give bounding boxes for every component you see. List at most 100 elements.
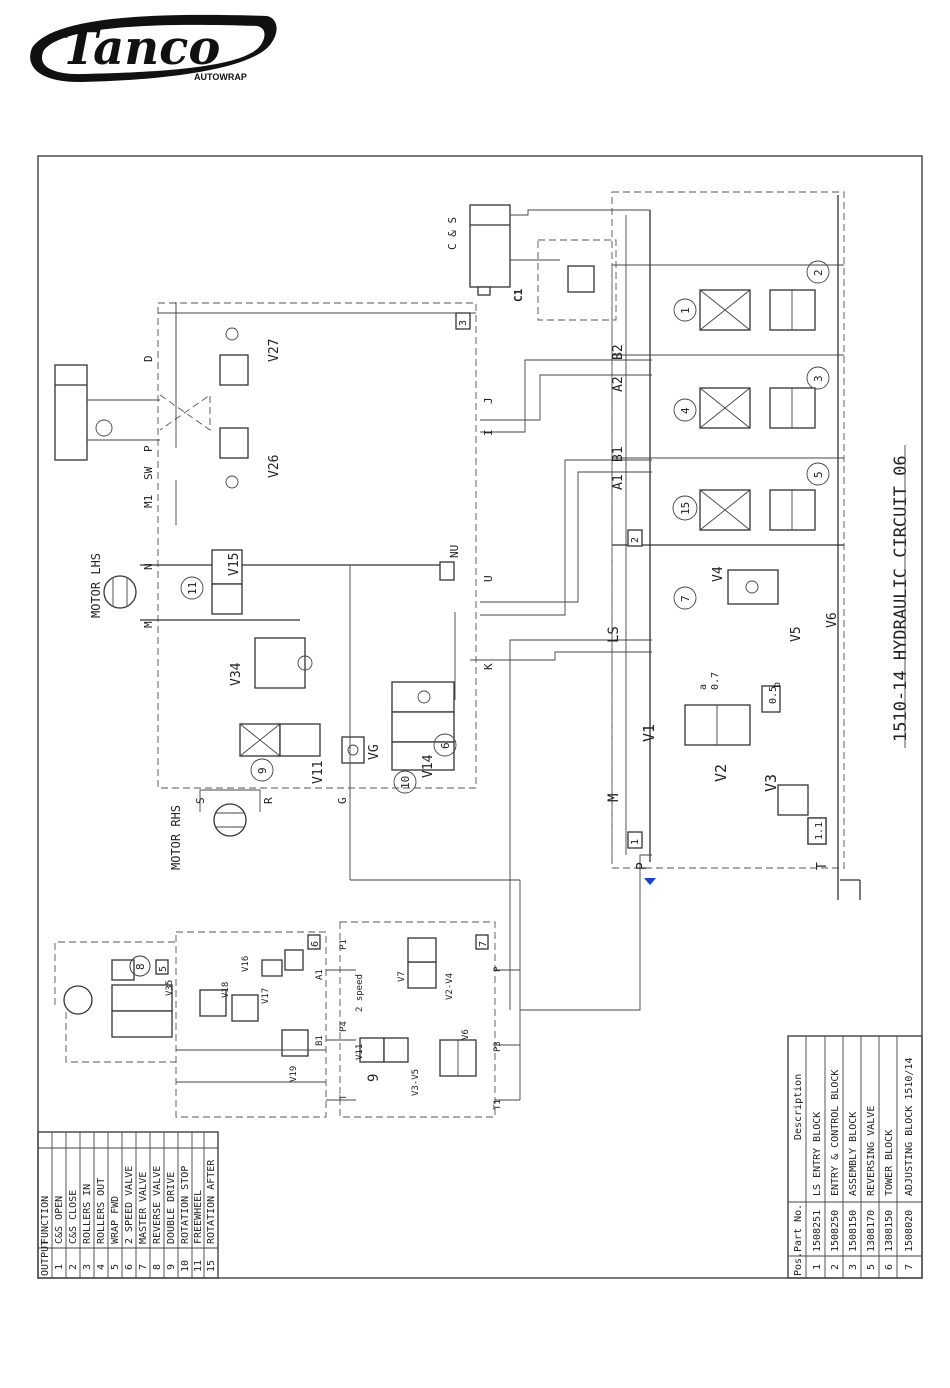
label-v2: V2 <box>712 764 730 782</box>
c1-label: C1 <box>512 288 525 302</box>
fn-row-7-num: 7 <box>138 1264 149 1270</box>
motor-lhs-label: MOTOR LHS <box>89 553 103 618</box>
label-v35: V35 <box>165 980 175 996</box>
fn-row-3-num: 3 <box>82 1264 93 1270</box>
port-j: J <box>482 397 495 404</box>
fn-row-6-num: 6 <box>124 1264 135 1270</box>
fn-row-3-text: ROLLERS IN <box>82 1184 93 1244</box>
fn-header-function: FUNCTION <box>40 1196 51 1244</box>
parts-row-4-desc: REVERSING VALVE <box>866 1106 877 1196</box>
fn-row-11-num: 11 <box>193 1260 204 1272</box>
fn-row-6-text: 2 SPEED VALVE <box>124 1166 135 1244</box>
callout-1: 1 <box>679 307 692 314</box>
tower-block <box>54 931 356 1118</box>
label-v6-adj: V6 <box>461 1029 471 1040</box>
block-tag-3: 3 <box>458 320 469 326</box>
parts-table: Pos. Part No. Description 1 1508251 LS E… <box>787 1035 923 1279</box>
fn-row-5-text: WRAP FWD <box>110 1196 121 1244</box>
fn-row-4-text: ROLLERS OUT <box>96 1178 107 1244</box>
label-v11: V11 <box>311 761 326 784</box>
tanco-logo: Tanco AUTOWRAP <box>30 14 277 83</box>
port-b1: B1 <box>611 446 626 462</box>
label-v5: V5 <box>789 626 804 642</box>
port-d: D <box>142 355 155 362</box>
label-a: a <box>698 684 709 690</box>
adjusting-block <box>339 880 521 1118</box>
parts-row-2-partno: 1508250 <box>830 1210 841 1252</box>
port-p1: P1 <box>339 939 349 950</box>
callout-3: 3 <box>812 375 825 382</box>
port-g: G <box>336 797 349 804</box>
callout-2: 2 <box>812 269 825 276</box>
parts-row-6-partno: 1508020 <box>904 1210 915 1252</box>
port-s: S <box>194 797 207 804</box>
parts-row-6-pos: 7 <box>904 1264 915 1270</box>
fn-row-10-num: 10 <box>180 1260 191 1272</box>
fn-row-2-text: C&S CLOSE <box>68 1190 79 1244</box>
label-b: b <box>772 682 783 688</box>
label-v34: V34 <box>229 662 244 686</box>
block-tag-1-1: 1.1 <box>814 822 825 840</box>
fn-row-12-num: 15 <box>206 1260 217 1272</box>
parts-row-4-pos: 5 <box>866 1264 877 1270</box>
label-v18: V18 <box>221 982 231 998</box>
port-p: P <box>635 862 650 870</box>
callout-9-adjusting: 9 <box>366 1074 382 1082</box>
block-tag-1: 1 <box>630 839 641 845</box>
port-r: R <box>262 797 275 804</box>
callout-7: 7 <box>679 595 692 602</box>
fn-row-1-text: C&S OPEN <box>54 1196 65 1244</box>
label-v3v5: V3-V5 <box>411 1069 421 1096</box>
parts-row-3-desc: ASSEMBLY BLOCK <box>848 1112 859 1196</box>
fn-row-2-num: 2 <box>68 1264 79 1270</box>
assembly-block-outline <box>157 302 477 789</box>
callout-6: 6 <box>439 742 452 749</box>
parts-header-desc: Description <box>793 1074 804 1140</box>
label-v11-adj: V11 <box>355 1044 365 1060</box>
label-v15: V15 <box>227 553 242 576</box>
block-tags: 1 2 3 5 6 7 1.1 <box>155 312 827 975</box>
label-v3: V3 <box>762 774 780 792</box>
fn-row-7-text: MASTER VALVE <box>138 1172 149 1244</box>
port-i: I <box>482 429 495 436</box>
fn-row-5-num: 5 <box>110 1264 121 1270</box>
port-m: M <box>606 794 622 802</box>
logo-brand: Tanco <box>62 20 220 76</box>
callout-9: 9 <box>256 767 269 774</box>
parts-row-1-pos: 1 <box>812 1264 823 1270</box>
fn-row-1-num: 1 <box>54 1264 65 1270</box>
port-a1-tower: A1 <box>315 969 325 980</box>
parts-row-5-desc: TOWER BLOCK <box>884 1130 895 1196</box>
label-v1: V1 <box>640 724 658 742</box>
label-d07: 0.7 <box>710 672 721 690</box>
label-2-speed: 2 speed <box>355 974 365 1012</box>
port-m1: M1 <box>142 495 155 508</box>
fn-row-9-text: DOUBLE DRIVE <box>166 1172 177 1244</box>
callout-11: 11 <box>186 582 199 595</box>
fn-row-9-num: 9 <box>166 1264 177 1270</box>
adjusting-block-outline <box>339 921 496 1118</box>
parts-row-2-desc: ENTRY & CONTROL BLOCK <box>830 1070 841 1196</box>
port-k: K <box>482 663 495 670</box>
label-v27: V27 <box>267 339 282 362</box>
parts-row-5-pos: 6 <box>884 1264 895 1270</box>
label-v6: V6 <box>825 612 840 628</box>
fn-row-10-text: ROTATION STOP <box>180 1166 191 1244</box>
block-tag-7: 7 <box>478 941 489 947</box>
label-v17: V17 <box>261 988 271 1004</box>
logo-sub: AUTOWRAP <box>194 72 247 82</box>
callout-8: 8 <box>134 963 147 970</box>
port-p4: P4 <box>339 1021 349 1032</box>
fn-row-11-text: FREEWHEEL <box>193 1190 204 1244</box>
port-a1: A1 <box>611 474 626 490</box>
port-p3: P3 <box>493 1041 503 1052</box>
port-ls: LS <box>606 626 622 643</box>
port-n: N <box>142 563 155 570</box>
port-t-tower: T <box>339 1094 349 1100</box>
motor-rhs-label: MOTOR RHS <box>169 805 183 870</box>
function-table: OUTPUT FUNCTION 1 C&S OPEN 2 C&S CLOSE 3… <box>37 1131 219 1279</box>
port-p-tower: P <box>142 445 155 452</box>
assembly-block <box>54 302 520 881</box>
label-v14: V14 <box>421 754 436 778</box>
callout-5: 5 <box>812 471 825 478</box>
